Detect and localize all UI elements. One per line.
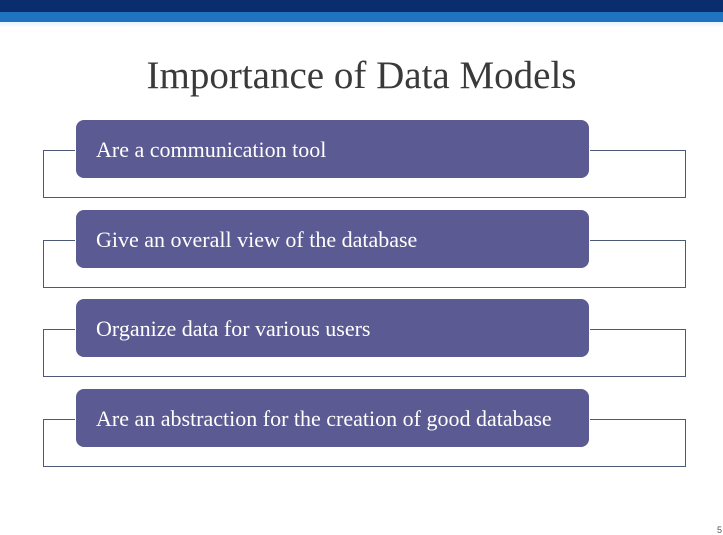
slide-title: Importance of Data Models	[146, 54, 577, 97]
header-band-dark	[0, 0, 723, 12]
item-3-box: Organize data for various users	[76, 299, 589, 357]
item-1-label: Are a communication tool	[96, 136, 327, 162]
header-band-light	[0, 12, 723, 22]
header-band-fade	[0, 22, 723, 28]
slide-number: 5	[716, 525, 722, 535]
item-1-box: Are a communication tool	[76, 120, 589, 178]
item-4-label: Are an abstraction for the creation of g…	[96, 405, 552, 431]
item-2-label: Give an overall view of the database	[96, 226, 418, 252]
item-4-box: Are an abstraction for the creation of g…	[76, 389, 589, 447]
item-3-label: Organize data for various users	[96, 315, 371, 341]
item-2-box: Give an overall view of the database	[76, 210, 589, 268]
